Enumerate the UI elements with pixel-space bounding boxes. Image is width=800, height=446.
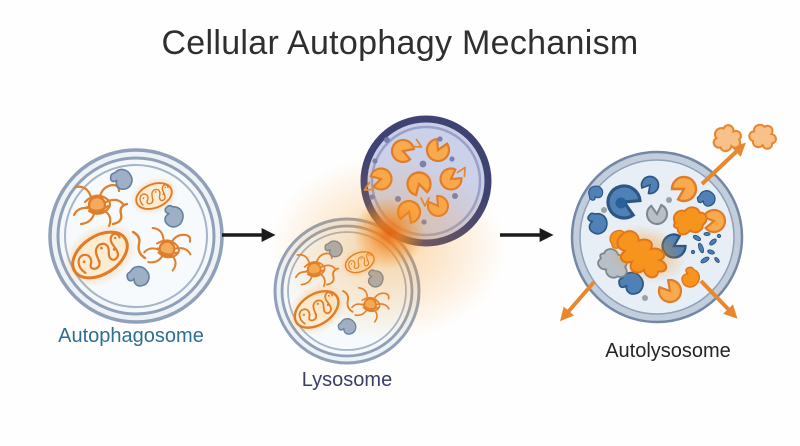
stage-label-autolysosome: Autolysosome — [605, 340, 731, 362]
stage-label-autophagosome: Autophagosome — [58, 325, 204, 347]
recycled-nutrient-blob — [745, 120, 781, 153]
fragment-cluster — [690, 232, 722, 264]
micro-granules — [601, 197, 672, 301]
release-arrow-up — [700, 142, 746, 186]
recycled-nutrient-blob — [709, 121, 745, 155]
autolysosome-cell — [559, 120, 781, 324]
fusion-point-glow — [353, 197, 425, 269]
release-arrow-left — [559, 280, 596, 322]
release-arrow-right — [699, 279, 738, 319]
organelle-core — [615, 197, 627, 209]
stage-label-lysosome: Lysosome — [301, 369, 393, 391]
autophagosome-cell — [48, 148, 224, 324]
release-arrows — [559, 142, 746, 322]
digesting-material-glow — [607, 224, 687, 284]
autolysosome-contents — [584, 171, 728, 308]
page-title: Cellular Autophagy Mechanism — [161, 24, 639, 62]
